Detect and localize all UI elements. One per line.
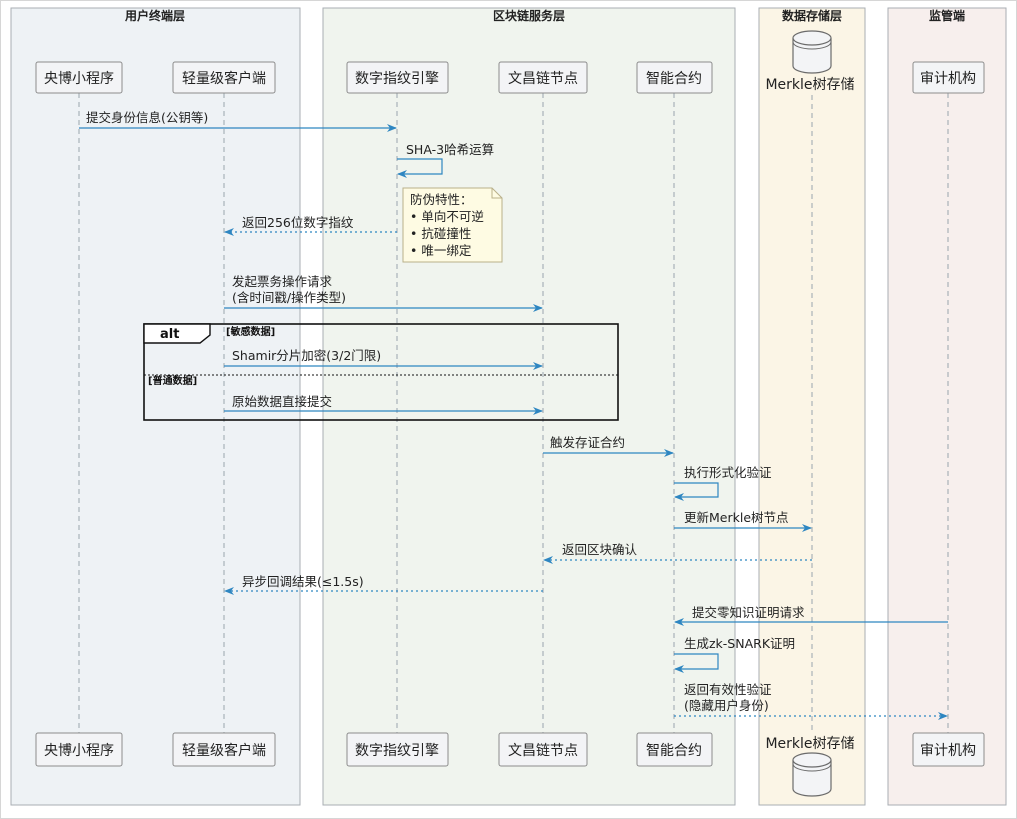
message-label-m3: 返回256位数字指纹 [242, 215, 354, 230]
participant-label: 文昌链节点 [508, 71, 578, 87]
participant-p7-top: 审计机构 [912, 61, 985, 94]
participant-label: 数字指纹引擎 [355, 743, 439, 759]
message-label-m5: Shamir分片加密(3/2门限) [232, 348, 381, 363]
participant-p2-top: 轻量级客户端 [172, 61, 276, 94]
message-label-m11: 异步回调结果(≤1.5s) [242, 574, 364, 589]
lane-data-storage: 数据存储层 [758, 7, 866, 806]
lane-title: 区块链服务层 [493, 8, 565, 23]
message-label-m13: 生成zk-SNARK证明 [684, 636, 795, 651]
database-icon [792, 752, 832, 797]
lane-title: 数据存储层 [782, 8, 842, 23]
lane-user-terminal: 用户终端层 [10, 7, 301, 806]
participant-label: 智能合约 [646, 743, 702, 759]
message-label-m6: 原始数据直接提交 [232, 394, 332, 409]
participant-p7-bottom: 审计机构 [912, 732, 985, 767]
alt-guard-sensitive: [敏感数据] [226, 325, 275, 338]
message-arrow-m13 [674, 653, 719, 673]
participant-label: Merkle树存储 [765, 77, 854, 93]
participant-p2-bottom: 轻量级客户端 [172, 732, 276, 767]
message-label-m2: SHA-3哈希运算 [406, 142, 494, 157]
message-label-m9: 更新Merkle树节点 [684, 510, 789, 525]
alt-fragment: alt [敏感数据] [普通数据] [143, 323, 619, 421]
lane-blockchain-service: 区块链服务层 [322, 7, 736, 806]
message-label-m8: 执行形式化验证 [684, 465, 772, 480]
message-label-m12: 提交零知识证明请求 [692, 605, 805, 620]
database-icon [792, 30, 832, 74]
message-label-m1: 提交身份信息(公钥等) [86, 110, 208, 125]
participant-label: 央博小程序 [44, 70, 114, 87]
note-line: • 唯一绑定 [410, 243, 471, 258]
participant-p5-bottom: 智能合约 [636, 732, 713, 767]
participant-label: 审计机构 [920, 743, 976, 759]
participant-label: Merkle树存储 [765, 736, 854, 752]
lane-title: 用户终端层 [124, 8, 185, 23]
message-label-m4-line1: 发起票务操作请求 [232, 274, 333, 289]
message-arrow-m2 [397, 158, 443, 178]
note-line: 防伪特性： [410, 192, 473, 207]
participant-p1-bottom: 央博小程序 [35, 732, 123, 767]
lane-title: 监管端 [929, 8, 965, 23]
message-label-m14-line1: 返回有效性验证 [684, 682, 772, 697]
participant-label: 轻量级客户端 [182, 742, 266, 759]
note-line: • 抗碰撞性 [410, 226, 471, 241]
participant-p4-bottom: 文昌链节点 [498, 732, 588, 767]
message-label-m14-line2: (隐藏用户身份) [684, 698, 769, 713]
participant-label: 智能合约 [646, 71, 702, 87]
message-arrow-m8 [674, 482, 719, 501]
participant-p3-top: 数字指纹引擎 [346, 61, 449, 94]
alt-label: alt [160, 327, 179, 342]
participant-label: 央博小程序 [44, 742, 114, 759]
lane-regulator: 监管端 [887, 7, 1007, 806]
participant-p6-top: Merkle树存储 [765, 30, 855, 93]
note-anti-counterfeit: 防伪特性： • 单向不可逆 • 抗碰撞性 • 唯一绑定 [402, 187, 503, 263]
participant-label: 轻量级客户端 [182, 70, 266, 87]
participant-p1-top: 央博小程序 [35, 61, 123, 94]
note-line: • 单向不可逆 [410, 209, 484, 224]
participant-p4-top: 文昌链节点 [498, 61, 588, 94]
participant-label: 数字指纹引擎 [355, 71, 439, 87]
participant-p5-top: 智能合约 [636, 61, 713, 94]
participant-label: 审计机构 [920, 71, 976, 87]
message-label-m10: 返回区块确认 [562, 542, 638, 557]
message-label-m7: 触发存证合约 [550, 435, 625, 450]
participant-p6-bottom: Merkle树存储 [765, 736, 855, 797]
participant-label: 文昌链节点 [508, 743, 578, 759]
alt-guard-normal: [普通数据] [148, 374, 197, 387]
participant-p3-bottom: 数字指纹引擎 [346, 732, 449, 767]
message-label-m4-line2: (含时间戳/操作类型) [232, 290, 346, 305]
